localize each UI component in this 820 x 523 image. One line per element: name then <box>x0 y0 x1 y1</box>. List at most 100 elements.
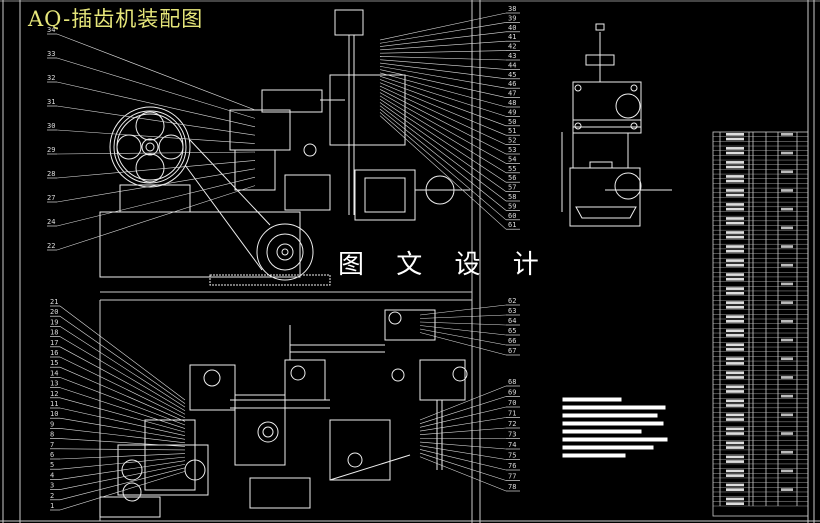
callout-47: 47 <box>379 69 520 98</box>
callout-61: 61 <box>379 115 520 230</box>
callout-number: 77 <box>508 473 516 481</box>
callout-number: 32 <box>47 74 55 82</box>
callout-number: 73 <box>508 431 516 439</box>
leader-line <box>59 326 186 408</box>
leader-line <box>56 105 256 136</box>
parts-list-table <box>712 131 809 517</box>
callout-number: 12 <box>50 390 58 398</box>
callout-78: 78 <box>419 456 520 492</box>
callout-number: 50 <box>508 118 516 126</box>
leader-line <box>59 366 186 422</box>
leader-line <box>379 75 507 117</box>
callout-number: 57 <box>508 184 516 192</box>
leader-line <box>379 98 507 183</box>
callout-number: 43 <box>508 52 516 60</box>
leader-line <box>379 59 507 70</box>
callout-68: 68 <box>419 378 520 421</box>
callout-57: 57 <box>379 102 520 192</box>
callout-number: 17 <box>50 339 58 347</box>
callout-number: 8 <box>50 431 54 439</box>
callout-24: 24 <box>47 176 256 227</box>
callout-18: 18 <box>50 329 186 411</box>
leader-line <box>379 69 507 98</box>
callout-number: 39 <box>508 14 516 22</box>
callout-62: 62 <box>419 297 520 316</box>
callout-8: 8 <box>50 431 186 447</box>
watermark: 图 文 设 计 <box>338 250 551 280</box>
callout-number: 27 <box>47 194 55 202</box>
leader-line <box>59 356 186 419</box>
callout-27: 27 <box>47 168 256 203</box>
callout-number: 6 <box>50 451 54 459</box>
leader-line <box>419 304 507 316</box>
callout-number: 40 <box>508 24 516 32</box>
callout-34: 34 <box>47 26 256 111</box>
leader-line <box>379 56 507 61</box>
callout-75: 75 <box>419 445 520 460</box>
callout-40: 40 <box>379 24 520 47</box>
leader-line <box>59 407 186 436</box>
leader-line <box>379 12 507 41</box>
callout-number: 30 <box>47 122 55 130</box>
leader-line <box>379 72 507 108</box>
callout-64: 64 <box>419 317 520 326</box>
leader-line <box>419 321 507 326</box>
leader-line <box>379 92 507 164</box>
callout-number: 20 <box>50 308 58 316</box>
leader-line <box>379 108 507 211</box>
callout-59: 59 <box>379 108 520 211</box>
callout-number: 44 <box>508 61 516 69</box>
leader-line <box>56 168 256 203</box>
callout-33: 33 <box>47 50 256 119</box>
callout-70: 70 <box>419 399 520 428</box>
leader-line <box>59 315 186 404</box>
callout-14: 14 <box>50 369 186 426</box>
leader-line <box>419 406 507 428</box>
leader-line <box>379 79 507 127</box>
callout-number: 19 <box>50 318 58 326</box>
leader-line <box>56 129 256 144</box>
callout-22: 22 <box>47 185 256 251</box>
callout-51: 51 <box>379 82 520 136</box>
leader-line <box>419 452 507 481</box>
leader-line <box>56 160 256 179</box>
callout-39: 39 <box>379 14 520 44</box>
callout-number: 74 <box>508 441 516 449</box>
callout-number: 67 <box>508 347 516 355</box>
callout-number: 18 <box>50 329 58 337</box>
callout-number: 33 <box>47 50 55 58</box>
callout-13: 13 <box>50 380 186 429</box>
callout-42: 42 <box>379 43 520 54</box>
leader-line <box>59 460 186 480</box>
leader-line <box>59 453 186 460</box>
callout-number: 60 <box>508 212 516 220</box>
callout-number: 2 <box>50 492 54 500</box>
callout-58: 58 <box>379 105 520 202</box>
callout-number: 61 <box>508 221 516 229</box>
callout-49: 49 <box>379 75 520 117</box>
callout-19: 19 <box>50 318 186 408</box>
leader-line <box>379 89 507 155</box>
callout-number: 46 <box>508 80 516 88</box>
leader-line <box>56 57 256 119</box>
callout-number: 45 <box>508 71 516 79</box>
callout-number: 34 <box>47 26 55 34</box>
drawing-title: AQ-插齿机装配图 <box>28 7 204 31</box>
side-view <box>561 23 672 227</box>
callout-number: 55 <box>508 165 516 173</box>
leader-line <box>419 417 507 432</box>
callout-number: 75 <box>508 452 516 460</box>
leader-line <box>59 456 186 470</box>
callout-20: 20 <box>50 308 186 404</box>
leader-line <box>59 471 186 511</box>
callout-number: 51 <box>508 127 516 135</box>
leader-line <box>419 427 507 435</box>
leader-line <box>419 314 507 319</box>
callout-number: 14 <box>50 369 58 377</box>
leader-line <box>59 428 186 444</box>
callout-71: 71 <box>419 410 520 432</box>
callout-number: 24 <box>47 218 55 226</box>
callout-50: 50 <box>379 79 520 127</box>
callout-number: 68 <box>508 378 516 386</box>
